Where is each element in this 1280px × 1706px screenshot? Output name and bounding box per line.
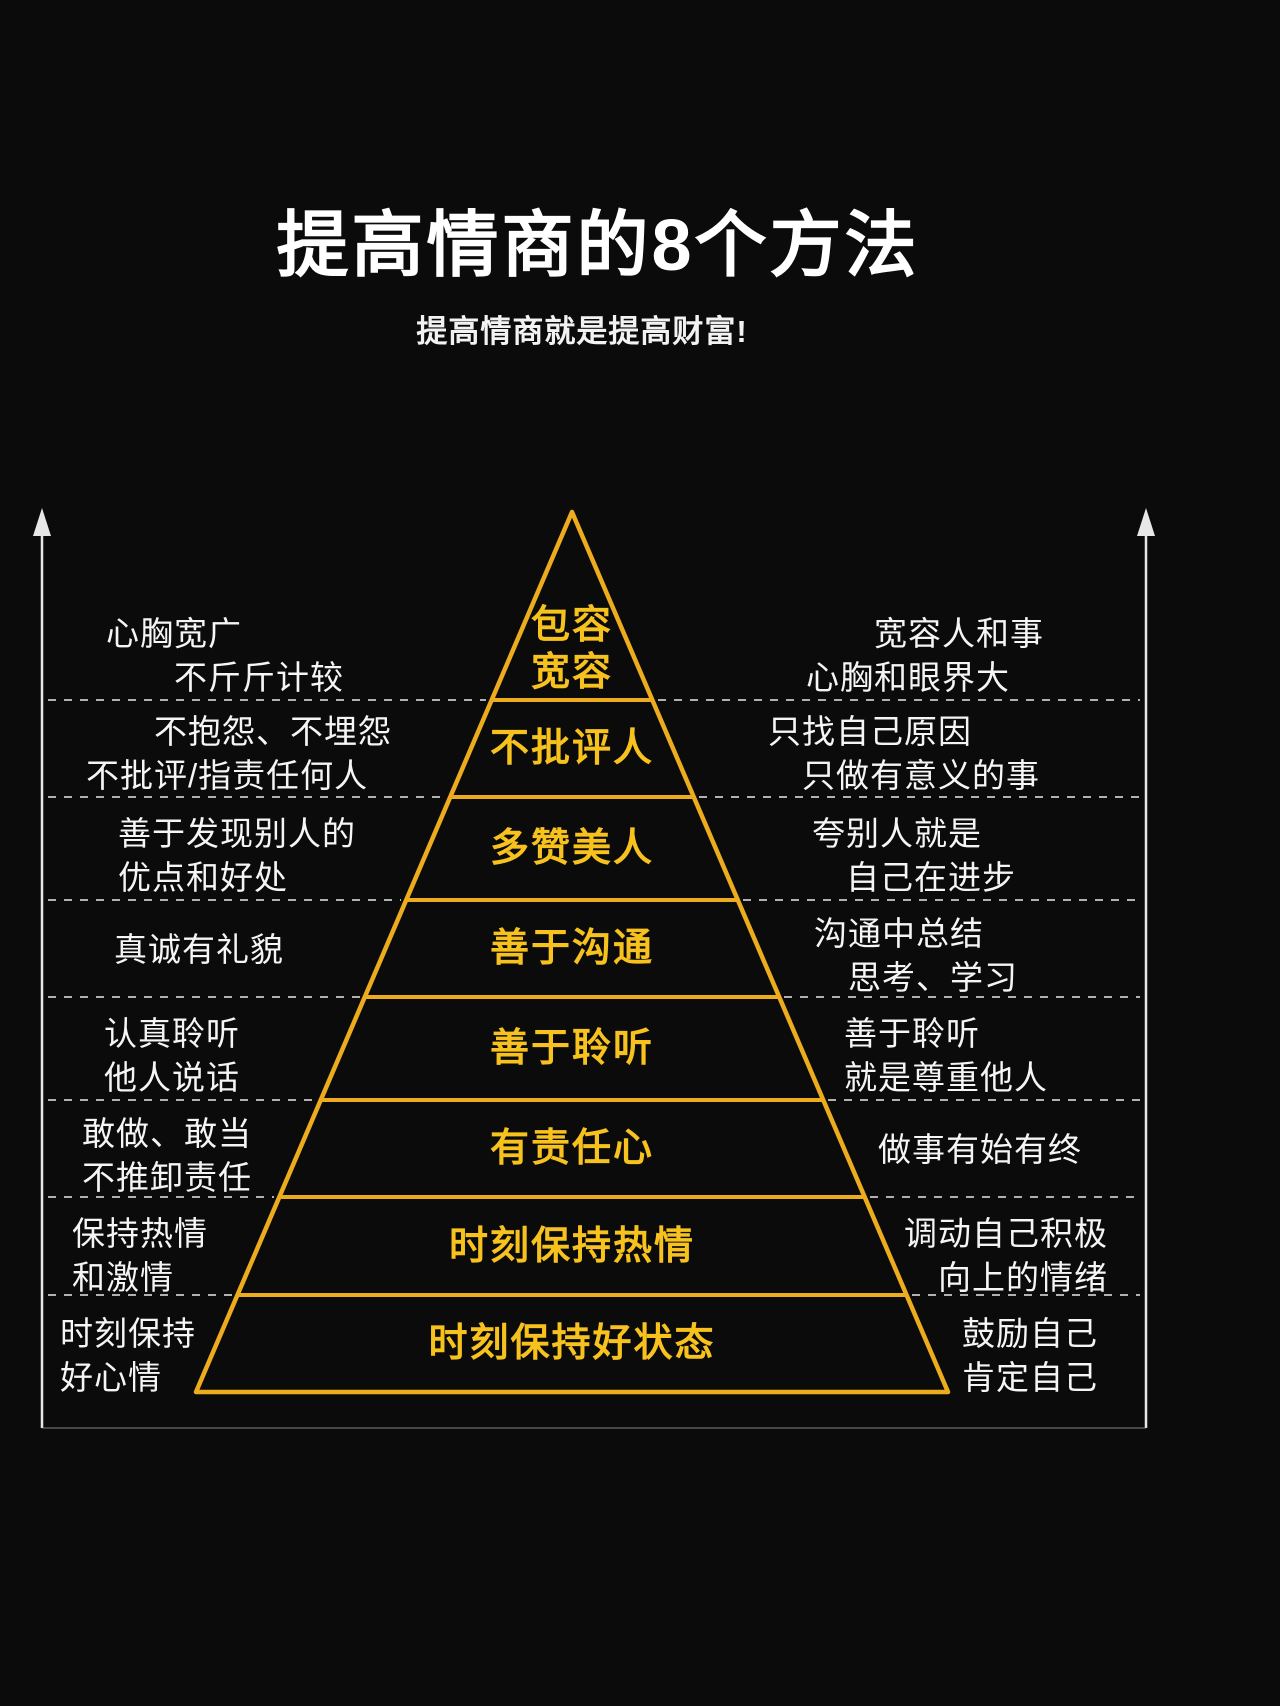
level-7-left-note: 保持热情 和激情 — [72, 1215, 208, 1296]
dashed-separators-left — [48, 699, 486, 1296]
level-6-right-note: 做事有始有终 — [878, 1131, 1082, 1168]
level-3-title: 多赞美人 — [489, 827, 655, 870]
level-5-right-note: 善于聆听 就是尊重他人 — [844, 1015, 1048, 1096]
level-8-right-note: 鼓励自己 肯定自己 — [962, 1315, 1098, 1396]
level-5-left-note: 认真聆听 他人说话 — [104, 1015, 240, 1096]
level-1-left-note: 心胸宽广 不斤斤计较 — [106, 615, 344, 696]
level-6-left-note: 敢做、敢当 不推卸责任 — [82, 1115, 252, 1196]
pyramid-outline — [193, 509, 951, 1395]
level-4-title: 善于沟通 — [489, 927, 655, 970]
right-up-arrow-icon — [1137, 508, 1155, 536]
level-8-title: 时刻保持好状态 — [428, 1322, 716, 1365]
level-4-right-note: 沟通中总结 思考、学习 — [814, 915, 1018, 996]
level-5-title: 善于聆听 — [489, 1027, 655, 1070]
dashed-separators-right — [658, 699, 1140, 1296]
level-1-title: 包容 宽容 — [530, 604, 614, 694]
level-7-right-note: 调动自己积极 向上的情绪 — [904, 1215, 1108, 1296]
left-axis — [33, 508, 51, 1428]
level-2-left-note: 不抱怨、不埋怨 不批评/指责任何人 — [86, 713, 392, 794]
level-7-title: 时刻保持热情 — [448, 1225, 696, 1268]
level-2-right-note: 只找自己原因 只做有意义的事 — [768, 713, 1040, 794]
level-1-right-note: 宽容人和事 心胸和眼界大 — [806, 615, 1044, 696]
left-up-arrow-icon — [33, 508, 51, 536]
page-title: 提高情商的8个方法 — [276, 206, 920, 286]
pyramid-level-dividers — [238, 698, 906, 1297]
page-subtitle: 提高情商就是提高财富! — [416, 314, 748, 349]
level-8-left-note: 时刻保持 好心情 — [60, 1315, 196, 1396]
level-2-title: 不批评人 — [489, 727, 655, 770]
level-3-right-note: 夸别人就是 自己在进步 — [812, 815, 1016, 896]
right-axis — [1137, 508, 1155, 1428]
level-6-title: 有责任心 — [489, 1127, 655, 1170]
level-3-left-note: 善于发现别人的 优点和好处 — [118, 815, 356, 896]
level-4-left-note: 真诚有礼貌 — [114, 931, 284, 968]
